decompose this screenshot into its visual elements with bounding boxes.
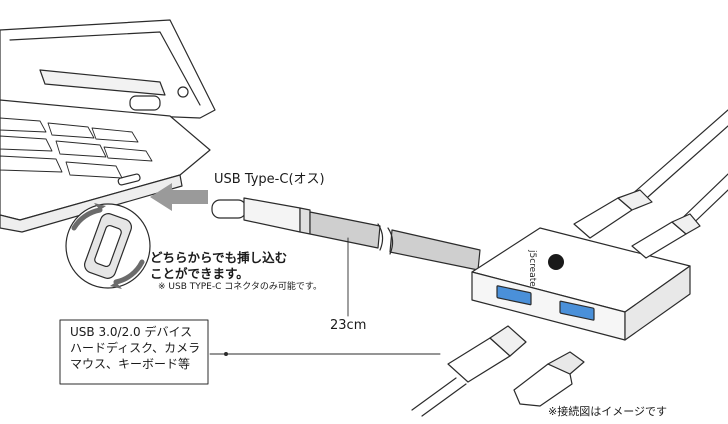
rotate-arrow-icon	[71, 207, 103, 231]
usb-c-plug	[211, 197, 311, 235]
laptop	[0, 19, 216, 233]
cable-length-label: 23cm	[330, 318, 367, 333]
reversible-plug-inset	[65, 203, 151, 289]
devices-line: ハードディスク、カメラ	[70, 341, 201, 356]
hub-logo-text: j5create	[527, 249, 537, 287]
devices-callout-box	[59, 319, 209, 385]
usb-type-c-label: USB Type-C(オス)	[214, 172, 325, 187]
compatible-devices-text: USB 3.0/2.0 デバイス ハードディスク、カメラ マウス、キーボード等	[70, 324, 200, 373]
devices-line: マウス、キーボード等	[70, 357, 191, 372]
insert-arrow-icon	[150, 183, 208, 211]
usb-plugs-upper	[573, 109, 728, 259]
image-disclaimer-footnote: ※接続図はイメージです	[548, 405, 667, 418]
usb-port	[496, 285, 532, 306]
reversible-insert-text-line-2: ことができます。	[150, 266, 249, 281]
reversible-insert-text-line-1: どちらからでも挿し込む	[150, 250, 288, 265]
type-c-only-note: ※ USB TYPE-C コネクタのみ可能です。	[158, 282, 322, 292]
cable	[309, 211, 481, 271]
usb-port	[559, 300, 595, 321]
usb-flash-drive	[513, 351, 585, 407]
usb-plug-lower	[411, 325, 527, 417]
usb-hub	[471, 227, 691, 341]
devices-line: USB 3.0/2.0 デバイス	[70, 325, 193, 339]
